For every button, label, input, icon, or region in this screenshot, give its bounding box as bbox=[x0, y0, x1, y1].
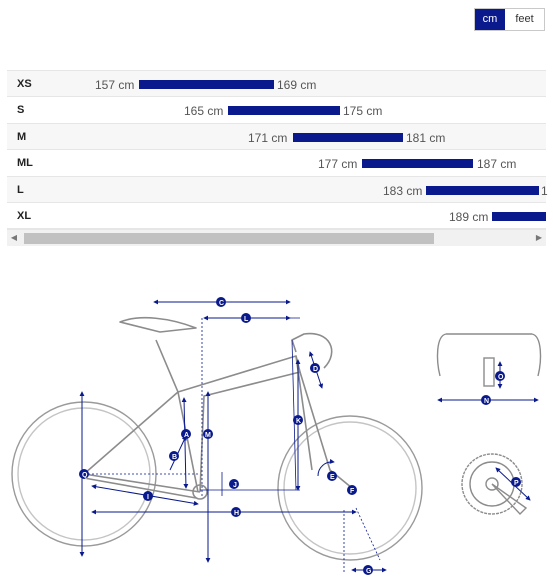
label-i: I bbox=[143, 491, 153, 501]
horizontal-scrollbar[interactable]: ◀ ▶ bbox=[7, 229, 546, 246]
size-label: S bbox=[17, 104, 25, 117]
range-bar bbox=[228, 106, 340, 116]
size-row-s: S 165 cm 175 cm bbox=[7, 97, 546, 124]
label-g: G bbox=[363, 565, 373, 575]
scroll-left-arrow-icon[interactable]: ◀ bbox=[10, 233, 18, 242]
label-o: O bbox=[495, 371, 505, 381]
svg-text:I: I bbox=[147, 494, 149, 501]
svg-text:O: O bbox=[498, 374, 504, 381]
size-row-ml: ML 177 cm 187 cm bbox=[7, 150, 546, 177]
crankset-inset bbox=[461, 453, 528, 516]
svg-text:Q: Q bbox=[82, 472, 88, 479]
range-min: 183 cm bbox=[383, 183, 423, 198]
range-min: 157 cm bbox=[95, 78, 135, 92]
svg-text:D: D bbox=[313, 366, 318, 373]
svg-text:P: P bbox=[514, 480, 519, 487]
label-b: B bbox=[169, 451, 179, 461]
scroll-right-arrow-icon[interactable]: ▶ bbox=[535, 233, 543, 242]
range-bar bbox=[139, 80, 274, 89]
size-row-m: M 171 cm 181 cm bbox=[7, 123, 546, 151]
unit-toggle: cm feet bbox=[474, 8, 545, 31]
label-l: L bbox=[241, 313, 251, 323]
label-n: N bbox=[481, 395, 491, 405]
bike-geometry-diagram: C L D A M K B Q J E F I H G O N P bbox=[11, 297, 542, 575]
range-max: 187 cm bbox=[477, 157, 517, 172]
range-bar bbox=[492, 211, 546, 221]
svg-text:M: M bbox=[205, 432, 211, 439]
label-p: P bbox=[511, 477, 521, 487]
svg-text:C: C bbox=[219, 300, 224, 307]
svg-text:N: N bbox=[484, 398, 489, 405]
size-label: M bbox=[17, 130, 27, 143]
range-bar bbox=[293, 132, 403, 142]
size-label: XS bbox=[17, 78, 32, 90]
label-c: C bbox=[216, 297, 226, 307]
svg-text:F: F bbox=[350, 488, 355, 495]
handlebar-inset bbox=[436, 333, 542, 387]
size-row-xs: XS 157 cm 169 cm bbox=[7, 71, 546, 98]
size-row-xl: XL 189 cm bbox=[7, 203, 546, 230]
front-wheel bbox=[277, 415, 423, 561]
svg-text:H: H bbox=[234, 510, 239, 517]
range-min: 177 cm bbox=[318, 157, 358, 172]
size-label: L bbox=[17, 183, 24, 196]
svg-text:B: B bbox=[172, 454, 177, 461]
size-range-table: XS 157 cm 169 cm S 165 cm 175 cm M 171 c… bbox=[7, 70, 548, 247]
label-a: A bbox=[181, 429, 191, 439]
range-min: 189 cm bbox=[449, 209, 489, 224]
label-m: M bbox=[203, 429, 213, 439]
label-f: F bbox=[347, 485, 357, 495]
unit-feet-button[interactable]: feet bbox=[505, 9, 544, 30]
label-q: Q bbox=[79, 469, 89, 479]
label-h: H bbox=[231, 507, 241, 517]
range-bar bbox=[362, 159, 473, 169]
bike-frame bbox=[83, 316, 353, 500]
svg-text:G: G bbox=[366, 568, 372, 575]
svg-text:A: A bbox=[184, 432, 189, 439]
scroll-thumb[interactable] bbox=[24, 233, 434, 244]
svg-text:L: L bbox=[244, 316, 249, 323]
size-row-l: L 183 cm 1 bbox=[7, 176, 548, 203]
range-max: 169 cm bbox=[277, 78, 317, 92]
geometry-labels: C L D A M K B Q J E F I H G O N P bbox=[79, 297, 521, 575]
label-e: E bbox=[327, 471, 337, 481]
svg-text:K: K bbox=[296, 418, 301, 425]
svg-text:E: E bbox=[330, 474, 335, 481]
measure-lines bbox=[84, 317, 381, 572]
range-max: 175 cm bbox=[343, 104, 383, 119]
label-k: K bbox=[293, 415, 303, 425]
range-max: 181 cm bbox=[406, 130, 446, 145]
svg-text:J: J bbox=[233, 482, 237, 489]
range-min: 165 cm bbox=[184, 104, 224, 119]
size-label: ML bbox=[17, 157, 33, 170]
label-d: D bbox=[310, 363, 320, 373]
range-bar bbox=[426, 185, 539, 195]
unit-cm-button[interactable]: cm bbox=[475, 9, 505, 30]
range-max: 1 bbox=[541, 183, 548, 198]
size-label: XL bbox=[17, 209, 32, 222]
label-j: J bbox=[229, 479, 239, 489]
range-min: 171 cm bbox=[248, 130, 288, 145]
